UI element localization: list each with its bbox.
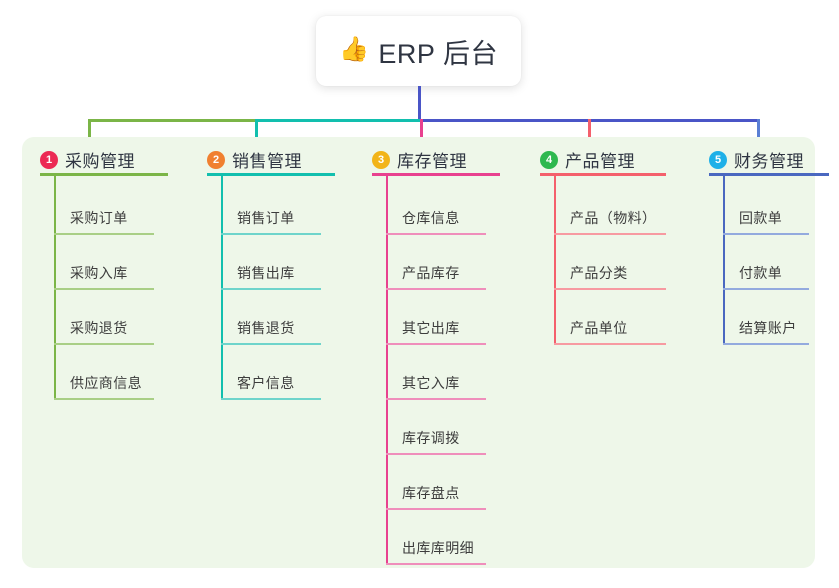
leaf-item-rule xyxy=(221,288,321,290)
leaf-item[interactable]: 产品库存 xyxy=(386,252,486,290)
leaf-item-label: 采购退货 xyxy=(70,320,128,336)
branch-header-rule-5 xyxy=(709,173,829,176)
branch-badge-3: 3 xyxy=(372,150,390,169)
leaf-item[interactable]: 产品单位 xyxy=(554,307,666,345)
branch-title-5: 财务管理 xyxy=(734,152,804,171)
branch-header-5[interactable]: 5 财务管理 xyxy=(709,147,804,172)
leaf-item-label: 回款单 xyxy=(739,210,783,226)
branch-title-1: 采购管理 xyxy=(65,152,135,171)
branch-title-3: 库存管理 xyxy=(397,152,467,171)
leaf-item-rule xyxy=(221,233,321,235)
branch-header-rule-1 xyxy=(40,173,168,176)
connector-segment-green xyxy=(88,119,256,122)
leaf-item-rule xyxy=(386,453,486,455)
branch-header-rule-2 xyxy=(207,173,335,176)
leaf-item-rule xyxy=(386,288,486,290)
leaf-item[interactable]: 销售出库 xyxy=(221,252,321,290)
leaf-item-label: 仓库信息 xyxy=(402,210,460,226)
leaf-item[interactable]: 采购订单 xyxy=(54,197,154,235)
leaf-item-label: 销售订单 xyxy=(237,210,295,226)
leaf-item-label: 其它入库 xyxy=(402,375,460,391)
leaf-item-label: 采购订单 xyxy=(70,210,128,226)
leaf-item-label: 供应商信息 xyxy=(70,375,142,391)
branch-header-2[interactable]: 2 销售管理 xyxy=(207,147,302,172)
leaf-item[interactable]: 采购入库 xyxy=(54,252,154,290)
leaf-item[interactable]: 库存盘点 xyxy=(386,472,486,510)
leaf-item-rule xyxy=(386,343,486,345)
leaf-item-label: 库存盘点 xyxy=(402,485,460,501)
branch-header-rule-4 xyxy=(540,173,666,176)
leaf-item-label: 付款单 xyxy=(739,265,783,281)
leaf-item[interactable]: 回款单 xyxy=(723,197,809,235)
branch-badge-5: 5 xyxy=(709,150,727,169)
leaf-item-label: 库存调拨 xyxy=(402,430,460,446)
branches-panel: 1 采购管理采购订单采购入库采购退货供应商信息 2 销售管理销售订单销售出库销售退货… xyxy=(22,137,829,568)
leaf-item-label: 销售出库 xyxy=(237,265,295,281)
leaf-item-label: 产品单位 xyxy=(570,320,628,336)
leaf-item-rule xyxy=(54,233,154,235)
root-connector-vertical xyxy=(418,86,421,119)
leaf-item-label: 其它出库 xyxy=(402,320,460,336)
leaf-item-label: 采购入库 xyxy=(70,265,128,281)
leaf-item-rule xyxy=(221,398,321,400)
leaf-item[interactable]: 其它入库 xyxy=(386,362,486,400)
leaf-item[interactable]: 销售订单 xyxy=(221,197,321,235)
leaf-item[interactable]: 仓库信息 xyxy=(386,197,486,235)
leaf-item[interactable]: 结算账户 xyxy=(723,307,809,345)
leaf-item[interactable]: 供应商信息 xyxy=(54,362,154,400)
leaf-item-rule xyxy=(386,563,486,565)
leaf-item-rule xyxy=(554,288,666,290)
branch-spine-5 xyxy=(723,176,725,345)
branch-badge-2: 2 xyxy=(207,150,225,169)
leaf-item-label: 客户信息 xyxy=(237,375,295,391)
thumbs-up-icon: 👍 xyxy=(339,36,370,63)
leaf-item-rule xyxy=(554,233,666,235)
branch-title-2: 销售管理 xyxy=(232,152,302,171)
leaf-item-rule xyxy=(723,233,809,235)
branch-header-3[interactable]: 3 库存管理 xyxy=(372,147,467,172)
leaf-item-label: 产品（物料） xyxy=(570,210,657,226)
leaf-item[interactable]: 采购退货 xyxy=(54,307,154,345)
leaf-item-rule xyxy=(221,343,321,345)
leaf-item[interactable]: 库存调拨 xyxy=(386,417,486,455)
root-node-title: 👍 ERP 后台 xyxy=(339,32,498,71)
leaf-item-rule xyxy=(723,288,809,290)
leaf-item-label: 销售退货 xyxy=(237,320,295,336)
leaf-item-rule xyxy=(386,233,486,235)
connector-segment-teal xyxy=(255,119,421,122)
root-node-label: ERP 后台 xyxy=(378,38,498,69)
leaf-item-label: 出库库明细 xyxy=(402,540,474,556)
leaf-item-rule xyxy=(54,398,154,400)
leaf-item-label: 产品分类 xyxy=(570,265,628,281)
leaf-item[interactable]: 产品分类 xyxy=(554,252,666,290)
leaf-item-rule xyxy=(386,398,486,400)
leaf-item[interactable]: 销售退货 xyxy=(221,307,321,345)
branch-header-4[interactable]: 4 产品管理 xyxy=(540,147,635,172)
root-node-card[interactable]: 👍 ERP 后台 xyxy=(316,16,521,86)
leaf-item[interactable]: 付款单 xyxy=(723,252,809,290)
branch-title-4: 产品管理 xyxy=(565,152,635,171)
leaf-item[interactable]: 产品（物料） xyxy=(554,197,666,235)
leaf-item-label: 产品库存 xyxy=(402,265,460,281)
branch-badge-4: 4 xyxy=(540,150,558,169)
branch-badge-1: 1 xyxy=(40,150,58,169)
leaf-item[interactable]: 出库库明细 xyxy=(386,527,486,565)
branch-spine-3 xyxy=(386,176,388,565)
leaf-item[interactable]: 客户信息 xyxy=(221,362,321,400)
branch-header-1[interactable]: 1 采购管理 xyxy=(40,147,135,172)
leaf-item-rule xyxy=(54,343,154,345)
leaf-item-rule xyxy=(554,343,666,345)
leaf-item-rule xyxy=(54,288,154,290)
leaf-item[interactable]: 其它出库 xyxy=(386,307,486,345)
branch-header-rule-3 xyxy=(372,173,500,176)
branch-spine-4 xyxy=(554,176,556,345)
leaf-item-label: 结算账户 xyxy=(739,320,797,336)
leaf-item-rule xyxy=(386,508,486,510)
leaf-item-rule xyxy=(723,343,809,345)
